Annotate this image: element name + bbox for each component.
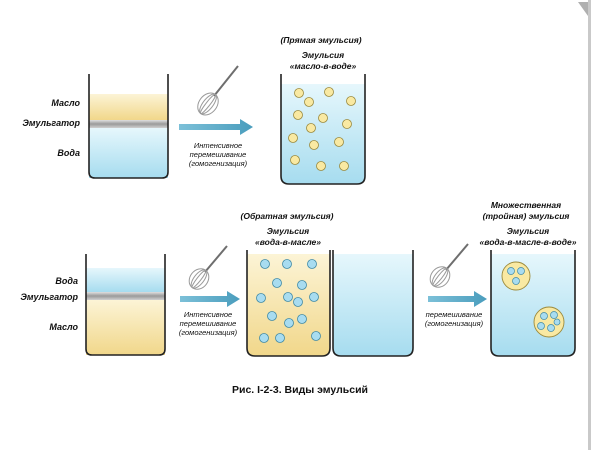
bottom-whisk-2-icon (429, 243, 469, 288)
bottom-arrow-2 (428, 291, 487, 307)
top-emulsion-title: Эмульсия «масло-в-воде» (289, 50, 357, 71)
bottom-water-label: Вода (55, 276, 78, 286)
top-type-label: (Прямая эмульсия) (280, 35, 362, 45)
bottom-arrow-text: Интенсивное перемешивание (гомогенизация… (178, 310, 238, 337)
top-water-label: Вода (57, 148, 80, 158)
figure-caption: Рис. I-2-3. Виды эмульсий (231, 384, 369, 396)
top-whisk-icon (197, 65, 239, 116)
bottom-emulsion-title: Эмульсия «вода-в-масле» (255, 226, 321, 247)
top-arrow (179, 119, 253, 135)
top-emulsifier-label: Эмульгатор (22, 118, 80, 128)
bottom-water-beaker (332, 250, 414, 357)
page-corner-mark (578, 2, 588, 16)
bottom-whisk-icon (188, 245, 228, 290)
page-edge-line (588, 0, 591, 450)
top-layered-beaker (88, 74, 169, 179)
top-emulsion-beaker (280, 74, 366, 185)
top-oil-label: Масло (51, 98, 80, 108)
bottom-multiple-title: Эмульсия «вода-в-масле-в-воде» (479, 226, 577, 247)
bottom-type-label: (Обратная эмульсия) (240, 211, 334, 221)
bottom-arrow-2-text: перемешивание (гомогенизация) (424, 310, 484, 328)
top-arrow-text: Интенсивное перемешивание (гомогенизация… (188, 141, 248, 168)
bottom-arrow (180, 291, 240, 307)
bottom-emulsifier-label: Эмульгатор (20, 292, 78, 302)
bottom-reverse-emulsion-beaker (246, 250, 331, 357)
bottom-multiple-label: Множественная (тройная) эмульсия (482, 200, 570, 221)
bottom-oil-label: Масло (49, 322, 78, 332)
bottom-multiple-emulsion-beaker (490, 250, 576, 357)
bottom-layered-beaker (85, 254, 166, 356)
